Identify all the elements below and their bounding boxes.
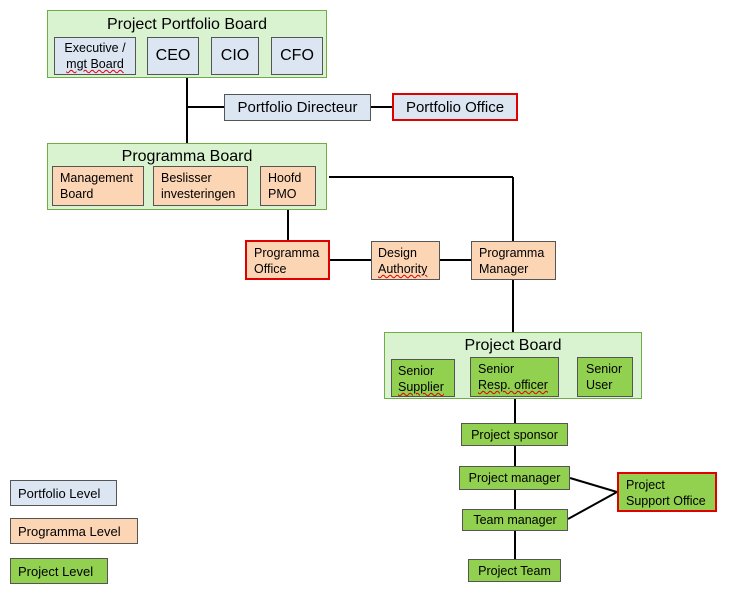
portfolio-directeur-box: Portfolio Directeur [224, 94, 371, 121]
design-label: Design [378, 246, 417, 260]
programma-office-label: Programma Office [254, 246, 320, 276]
senior-resp-label-2: Resp. officer [478, 378, 548, 392]
executive-label: Executive / [64, 41, 126, 55]
beslisser-investeringen-box: Beslisser investeringen [153, 166, 248, 206]
programma-board-title: Programma Board [121, 148, 253, 165]
project-manager-box: Project manager [459, 466, 570, 490]
programma-manager-label: Programma Manager [479, 246, 545, 276]
senior-user-label: Senior User [586, 362, 623, 392]
hoofd-pmo-label: Hoofd PMO [268, 171, 302, 201]
legend-project-level: Project Level [10, 558, 108, 584]
senior-resp-officer-box: Senior Resp. officer [470, 357, 559, 397]
programma-office-box: Programma Office [245, 240, 330, 280]
line-pm-to-support [569, 477, 618, 493]
line-tm-to-support [567, 491, 618, 520]
senior-resp-label-1: Senior [478, 362, 515, 376]
legend-portfolio-label: Portfolio Level [18, 486, 101, 501]
management-board-label: Management Board [60, 171, 133, 201]
senior-user-box: Senior User [577, 357, 633, 397]
senior-supplier-box: Senior Supplier [391, 359, 455, 397]
management-board-box: Management Board [52, 166, 144, 206]
legend-programma-label: Programma Level [18, 524, 121, 539]
design-authority-box: Design Authority [371, 241, 440, 280]
legend-programma-level: Programma Level [10, 518, 138, 544]
executive-mgt-board-box: Executive / mgt Board [54, 37, 136, 75]
programma-manager-box: Programma Manager [471, 241, 556, 280]
project-board-title: Project Board [464, 337, 562, 354]
cio-box: CIO [211, 37, 259, 75]
team-manager-box: Team manager [462, 509, 568, 531]
ceo-box: CEO [147, 37, 199, 75]
cfo-box: CFO [271, 37, 323, 75]
beslisser-label: Beslisser investeringen [161, 171, 236, 201]
legend-project-label: Project Level [18, 564, 94, 579]
portfolio-office-box: Portfolio Office [392, 93, 518, 121]
legend-portfolio-level: Portfolio Level [10, 480, 117, 506]
mgt-board-label: mgt Board [66, 57, 124, 71]
project-support-office-label: Project Support Office [626, 478, 706, 508]
portfolio-board-title: Project Portfolio Board [106, 16, 268, 33]
project-sponsor-box: Project sponsor [461, 423, 568, 446]
senior-supplier-label-2: Supplier [398, 380, 444, 394]
senior-supplier-label-1: Senior [398, 364, 435, 378]
hoofd-pmo-box: Hoofd PMO [260, 166, 316, 206]
authority-label: Authority [378, 262, 428, 276]
project-support-office-box: Project Support Office [617, 472, 717, 512]
project-team-box: Project Team [468, 559, 561, 582]
